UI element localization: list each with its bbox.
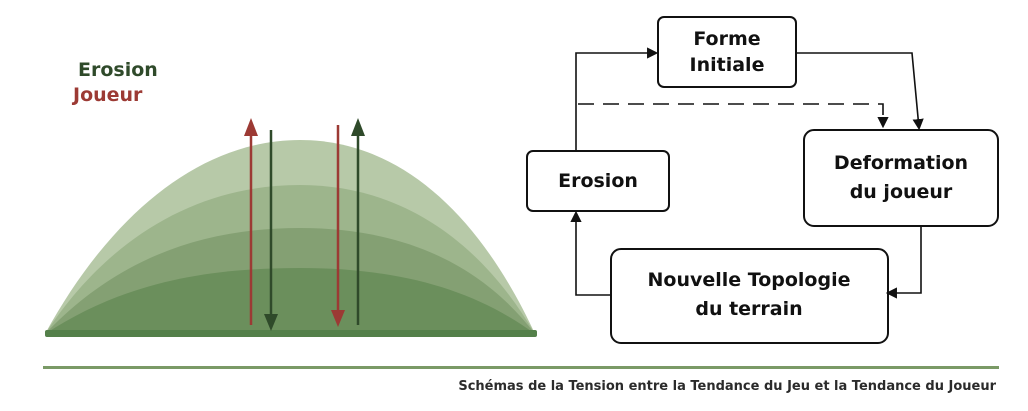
flow-box-forme-initiale: Forme Initiale xyxy=(657,16,797,88)
connector-forme-to-deformation xyxy=(796,52,924,131)
topologie-line2: du terrain xyxy=(695,298,802,320)
ground-strip xyxy=(45,330,537,337)
hill-layer-4 xyxy=(45,268,535,334)
flow-connectors xyxy=(570,47,924,299)
connector-deformation-to-topologie xyxy=(885,226,922,299)
connector-dashed-feedback xyxy=(578,103,889,129)
flow-box-deformation: Deformation du joueur xyxy=(803,129,999,227)
erosion-arrow-down xyxy=(264,130,278,331)
legend-erosion-label: Erosion xyxy=(78,59,158,81)
connector-erosion-to-forme xyxy=(575,47,659,151)
erosion-box-line1: Erosion xyxy=(558,170,638,192)
connector-topologie-to-erosion xyxy=(570,210,611,296)
topologie-line1: Nouvelle Topologie xyxy=(648,269,851,291)
joueur-arrow-up xyxy=(244,118,258,325)
joueur-arrow-down xyxy=(331,125,345,327)
diagram-caption: Schémas de la Tension entre la Tendance … xyxy=(458,379,996,394)
legend-joueur-label: Joueur xyxy=(71,84,143,106)
flow-box-topologie: Nouvelle Topologie du terrain xyxy=(610,248,889,344)
deformation-line2: du joueur xyxy=(850,181,953,203)
erosion-arrow-up xyxy=(351,118,365,325)
tension-arrows xyxy=(244,118,365,331)
forme-line1: Forme xyxy=(693,28,760,50)
divider-line xyxy=(43,366,999,369)
terrain-hill xyxy=(45,140,537,337)
flow-box-erosion: Erosion xyxy=(526,150,670,212)
deformation-line1: Deformation xyxy=(834,152,968,174)
forme-line2: Initiale xyxy=(690,54,765,76)
